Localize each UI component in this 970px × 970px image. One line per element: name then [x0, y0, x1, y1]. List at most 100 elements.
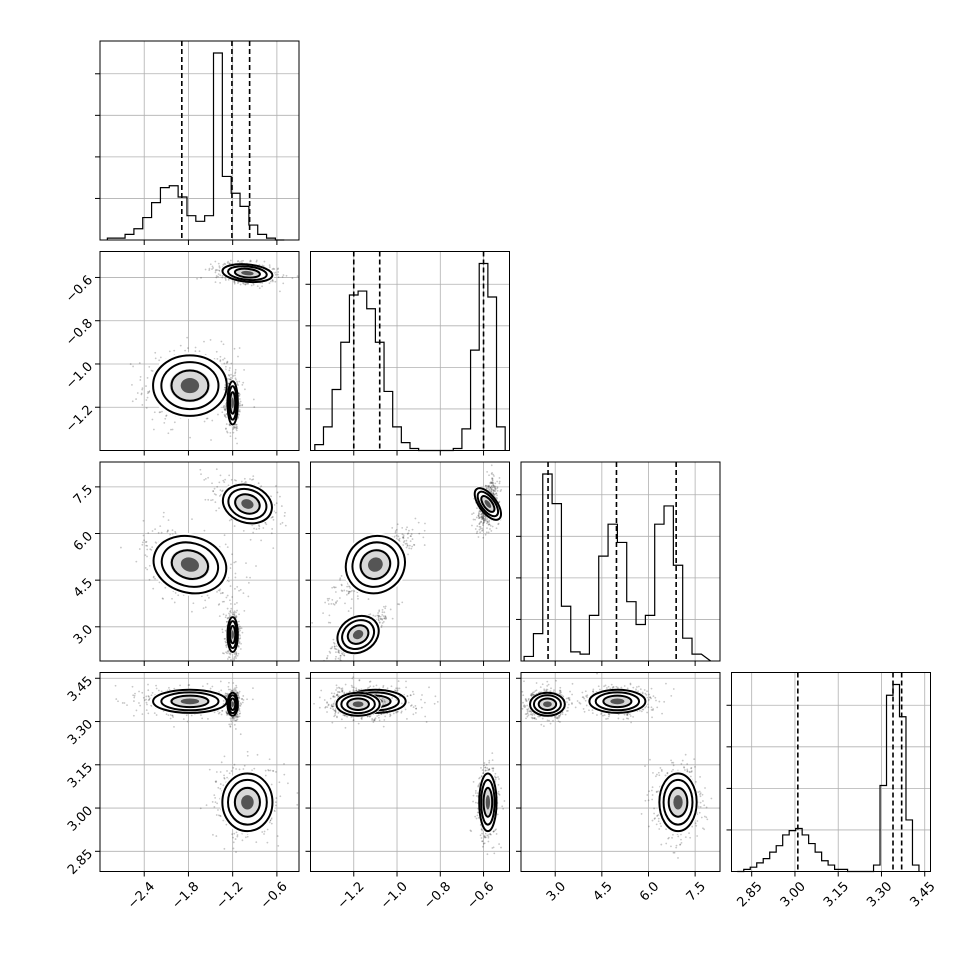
scatter-point — [146, 548, 149, 551]
scatter-point — [238, 620, 241, 623]
scatter-point — [158, 581, 161, 584]
scatter-point — [239, 283, 242, 286]
scatter-point — [150, 549, 153, 551]
scatter-point — [271, 516, 274, 519]
scatter-point — [223, 362, 226, 365]
scatter-point — [398, 539, 400, 541]
scatter-point — [347, 592, 350, 595]
scatter-point — [237, 645, 240, 647]
scatter-point — [219, 355, 222, 358]
scatter-point — [335, 601, 337, 604]
scatter-point — [328, 650, 331, 653]
scatter-point — [229, 435, 232, 438]
contour-line — [359, 549, 392, 580]
scatter-point — [490, 489, 493, 491]
scatter-point — [161, 597, 164, 600]
scatter-point — [238, 613, 240, 616]
scatter-point — [350, 598, 353, 601]
contour-line — [227, 620, 238, 650]
histogram-p0 — [106, 52, 285, 241]
scatter-point — [243, 609, 246, 612]
scatter-point — [498, 480, 501, 483]
scatter-point — [236, 585, 239, 588]
scatter-point — [215, 275, 218, 277]
scatter-point — [243, 283, 245, 285]
scatter-point — [225, 643, 228, 646]
scatter-point — [378, 610, 381, 613]
contour-line — [233, 267, 261, 279]
scatter-panel-p1-p2 — [305, 461, 510, 666]
scatter-point — [347, 592, 350, 595]
scatter-point — [493, 494, 496, 497]
panel-content — [100, 251, 299, 451]
scatter-point — [142, 519, 145, 522]
scatter-point — [244, 480, 247, 483]
scatter-point — [234, 560, 237, 563]
scatter-point — [476, 507, 478, 510]
scatter-point — [413, 543, 415, 546]
scatter-point — [377, 614, 380, 617]
scatter-point — [235, 651, 238, 654]
contour-line — [229, 624, 237, 645]
scatter-point — [492, 484, 495, 487]
scatter-point — [338, 649, 340, 652]
scatter-point — [489, 486, 492, 489]
scatter-point — [238, 394, 241, 397]
scatter-point — [148, 564, 151, 567]
scatter-point — [144, 541, 147, 544]
scatter-point — [138, 548, 141, 550]
scatter-point — [252, 531, 255, 534]
scatter-point — [405, 542, 408, 545]
scatter-point — [227, 374, 230, 376]
scatter-point — [261, 285, 263, 288]
scatter-point — [231, 553, 233, 556]
scatter-point — [218, 481, 221, 484]
scatter-point — [251, 478, 253, 481]
scatter-point — [482, 515, 484, 518]
scatter-point — [381, 608, 384, 611]
contour-line — [160, 361, 220, 411]
scatter-point — [233, 657, 236, 660]
scatter-point — [497, 523, 500, 526]
scatter-point — [384, 607, 387, 610]
scatter-point — [121, 702, 124, 704]
scatter-point — [481, 529, 484, 531]
scatter-point — [378, 615, 381, 618]
scatter-point — [326, 654, 329, 657]
scatter-point — [325, 657, 328, 660]
scatter-point — [223, 413, 226, 416]
scatter-point — [349, 586, 351, 589]
scatter-point — [117, 700, 119, 703]
scatter-point — [198, 350, 201, 353]
scatter-point — [350, 607, 352, 610]
scatter-point — [238, 392, 240, 395]
scatter-point — [277, 271, 280, 273]
contour-line — [346, 624, 370, 645]
scatter-point — [488, 488, 491, 491]
scatter-point — [491, 477, 493, 480]
scatter-point — [478, 509, 481, 512]
scatter-point — [239, 404, 241, 407]
scatter-point — [217, 262, 220, 265]
scatter-point — [405, 528, 408, 531]
scatter-point — [200, 473, 202, 476]
contour-line — [170, 369, 210, 402]
scatter-point — [148, 366, 151, 368]
scatter-point — [480, 513, 483, 516]
scatter-point — [226, 361, 229, 364]
scatter-point — [491, 482, 493, 485]
scatter-point — [228, 474, 231, 477]
scatter-point — [221, 600, 224, 603]
scatter-point — [237, 652, 240, 655]
scatter-point — [490, 464, 493, 467]
scatter-point — [226, 546, 229, 548]
scatter-point — [215, 276, 218, 279]
scatter-point — [151, 530, 154, 532]
scatter-point — [271, 268, 274, 271]
scatter-point — [481, 516, 483, 519]
scatter-point — [147, 390, 150, 393]
scatter-point — [224, 386, 226, 389]
scatter-point — [224, 408, 227, 411]
scatter-point — [221, 411, 224, 414]
scatter-point — [173, 349, 176, 352]
